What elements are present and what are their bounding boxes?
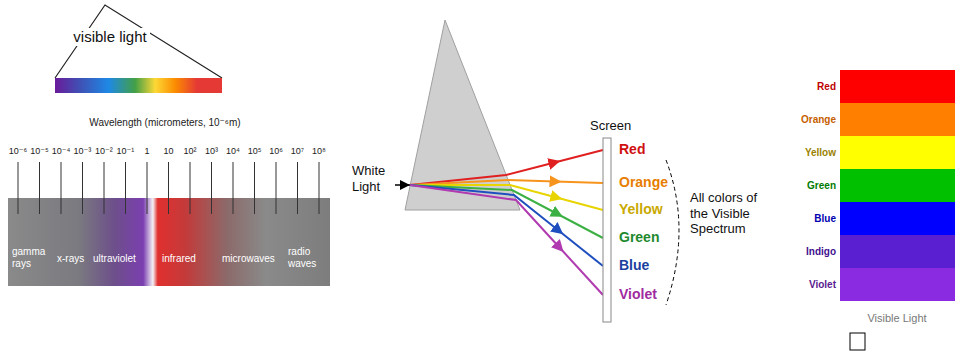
- band-label: ultraviolet: [93, 253, 136, 265]
- bracket-note: All colors of the Visible Spectrum: [690, 190, 762, 237]
- tick-label: 10⁶: [269, 146, 283, 157]
- color-label: Yellow: [619, 201, 663, 218]
- spectrum-heading: visible light: [70, 28, 149, 46]
- tick-label: 10⁻⁶: [9, 146, 27, 157]
- legend-text: Indigo: [806, 246, 836, 258]
- color-label: Red: [619, 141, 645, 158]
- color-label: Orange: [619, 174, 668, 191]
- band-label: x-rays: [57, 253, 84, 265]
- band-label: radio waves: [288, 246, 326, 270]
- tick-label: 10⁻⁴: [52, 146, 71, 157]
- legend-text: Violet: [809, 279, 836, 291]
- band-label: gamma rays: [12, 246, 52, 270]
- color-swatch: [840, 202, 955, 235]
- band-label: microwaves: [222, 253, 275, 265]
- tick-label: 10⁻⁵: [30, 146, 49, 157]
- legend-text: Blue: [814, 213, 836, 225]
- tick-label: 10²: [183, 146, 196, 157]
- color-swatch: [840, 268, 955, 301]
- legend-text: Green: [807, 180, 836, 192]
- color-label: Violet: [619, 286, 657, 303]
- tick-label: 10⁸: [312, 146, 326, 157]
- axis-title: Wavelength (micrometers, 10⁻⁶m): [89, 117, 240, 129]
- chart-caption: Visible Light: [867, 312, 926, 325]
- input-label: White Light: [352, 163, 394, 194]
- legend-text: Orange: [801, 114, 836, 126]
- color-swatch: [840, 235, 955, 268]
- tick-label: 10⁻¹: [117, 146, 135, 157]
- color-swatch: [840, 136, 955, 169]
- tick-label: 10: [163, 146, 173, 157]
- color-swatch: [840, 70, 955, 103]
- legend-text: Red: [817, 81, 836, 93]
- tick-label: 10⁻²: [95, 146, 113, 157]
- color-label: Blue: [619, 257, 649, 274]
- tick-label: 10³: [205, 146, 218, 157]
- tick-label: 10⁻³: [74, 146, 92, 157]
- color-label: Green: [619, 229, 659, 246]
- tick-label: 10⁵: [248, 146, 262, 157]
- band-label: infrared: [162, 253, 196, 265]
- color-swatch: [840, 169, 955, 202]
- tick-label: 10⁷: [291, 146, 304, 157]
- screen-label: Screen: [590, 118, 631, 134]
- tick-label: 1: [144, 146, 149, 157]
- color-swatch: [840, 103, 955, 136]
- legend-text: Yellow: [805, 147, 836, 159]
- tick-label: 10⁴: [226, 146, 240, 157]
